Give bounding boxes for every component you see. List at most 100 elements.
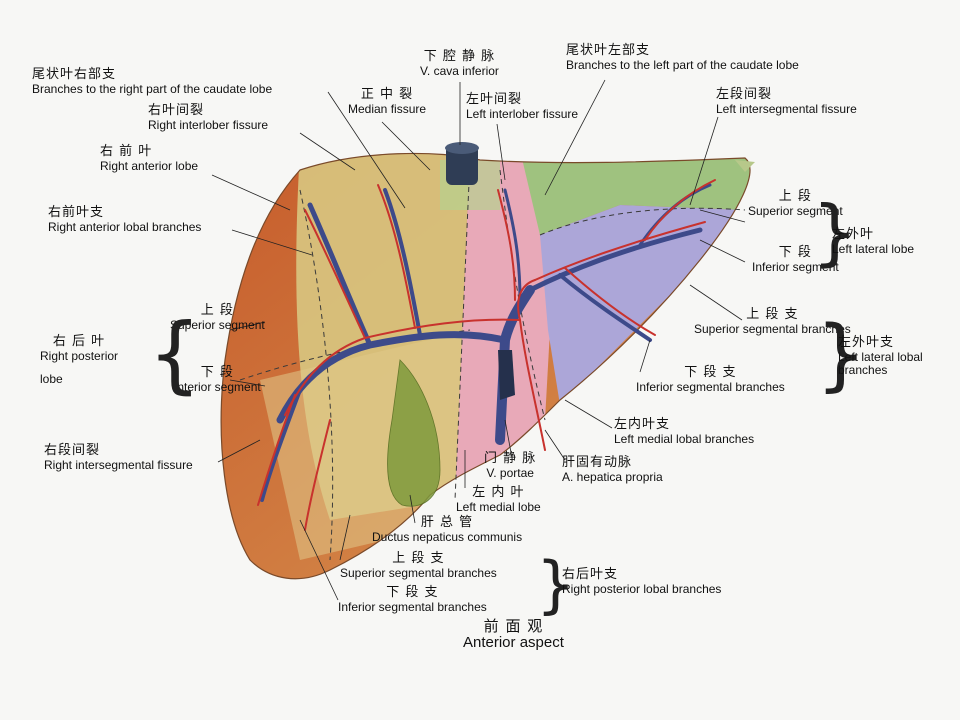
label-cn: 左叶间裂 [466, 92, 523, 107]
label-en-2: lobe [40, 371, 63, 386]
label-cn: 左 内 叶 [472, 485, 525, 500]
label-en: Left lateral lobe [832, 241, 915, 256]
label-cn: 肝固有动脉 [562, 455, 633, 470]
label-en: A. hepatica propria [562, 469, 663, 484]
label-en: Inferior segmental branches [636, 379, 785, 394]
label-en: V. portae [486, 465, 534, 480]
label-cn: 右 后 叶 [52, 334, 106, 349]
label-left-medial-lobe: 左 内 叶 Left medial lobe [456, 485, 541, 514]
label-portal-vein: 门 静 脉 V. portae [484, 451, 537, 480]
label-right-interlobar: 右叶间裂 Right interlober fissure [148, 103, 269, 132]
label-right-anterior-branches: 右前叶支 Right anterior lobal branches [48, 205, 202, 234]
label-en: V. cava inferior [420, 63, 499, 78]
label-en: Left lateral lobal branches [838, 349, 923, 377]
label-common-hepatic-duct: 肝 总 管 Ductus nepaticus communis [372, 515, 523, 544]
common-hepatic-duct [498, 350, 515, 400]
label-en: Superior segmental branches [694, 321, 851, 336]
label-right-posterior-lobal-branches: 右后叶支 Right posterior lobal branches [562, 567, 722, 596]
label-cn: 右前叶支 [48, 205, 105, 220]
label-caudate-left: 尾状叶左部支 Branches to the left part of the … [566, 43, 799, 72]
label-left-interseg: 左段间裂 Left intersegmental fissure [716, 87, 857, 116]
label-cn: 下 段 [778, 245, 812, 260]
label-superior-segmental-branches-bottom: 上 段 支 Superior segmental branches [340, 551, 497, 580]
label-cn: 左内叶支 [614, 417, 671, 432]
liver-outline [220, 152, 751, 580]
label-superior-segmental-branches-left: 上 段 支 Superior segmental branches [694, 307, 851, 336]
label-cn: 下 段 [200, 365, 234, 380]
label-cn: 上 段 [200, 303, 234, 318]
label-cn: 下 段 支 [684, 365, 737, 380]
label-median-fissure: 正 中 裂 Median fissure [348, 87, 427, 116]
label-en: Branches to the left part of the caudate… [566, 57, 799, 72]
label-left-lateral-lobe: 左外叶 Left lateral lobe [832, 227, 915, 256]
label-cn: 正 中 裂 [360, 87, 414, 102]
label-en: Left medial lobal branches [614, 431, 755, 446]
label-hepatic-artery: 肝固有动脉 A. hepatica propria [562, 455, 663, 484]
label-left-lateral-lobal-branches: 左外叶支 Left lateral lobal branches [838, 335, 948, 377]
label-en: Inferior segmental branches [338, 599, 487, 614]
label-right-anterior-lobe: 右 前 叶 Right anterior lobe [100, 144, 199, 173]
label-en: Ductus nepaticus communis [372, 529, 523, 544]
label-cn: 门 静 脉 [484, 451, 537, 466]
label-cn: 肝 总 管 [420, 515, 474, 530]
label-cn: 右段间裂 [44, 443, 101, 458]
label-cn: 右 前 叶 [100, 144, 153, 159]
label-en: Superior segmental branches [340, 565, 497, 580]
label-en: Left interlober fissure [466, 106, 579, 121]
label-inferior-segment-left: 下 段 Inferior segment [752, 245, 839, 274]
artery-tree [257, 179, 716, 531]
label-en: Branches to the right part of the caudat… [32, 81, 273, 96]
label-cn: 下 段 支 [386, 585, 439, 600]
label-cn: 上 段 [778, 189, 812, 204]
label-cn: 上 段 支 [392, 551, 445, 566]
gallbladder [387, 359, 441, 507]
label-en: Interior segment [174, 379, 261, 394]
label-inferior-segmental-branches-left: 下 段 支 Inferior segmental branches [636, 365, 785, 394]
label-en: Anterior aspect [463, 633, 564, 651]
label-left-medial-lobal-branches: 左内叶支 Left medial lobal branches [614, 417, 755, 446]
label-en: Inferior segment [752, 259, 839, 274]
label-right-posterior-lobe: 右 后 叶 Right posterior lobe [40, 334, 119, 386]
label-cn: 左外叶 [832, 227, 875, 242]
ivc-vessel [446, 145, 478, 185]
brace-right-posterior-branches: } [536, 548, 576, 621]
label-cn: 右后叶支 [562, 567, 619, 582]
label-inferior-segment-right: 下 段 Interior segment [174, 365, 261, 394]
label-en: Right anterior lobe [100, 158, 199, 173]
falciform-tip [735, 160, 755, 172]
label-right-interseg: 右段间裂 Right intersegmental fissure [44, 443, 193, 472]
left-lateral-superior-region [520, 153, 750, 235]
brace-right-posterior: { [148, 305, 202, 403]
brace-left-lateral-branches: } [816, 310, 866, 400]
label-superior-segment-left: 上 段 Superior segment [748, 189, 843, 218]
label-ivc: 下 腔 静 脉 V. cava inferior [420, 49, 499, 78]
ivc-opening [445, 142, 479, 154]
label-en: Superior segment [170, 317, 265, 332]
brace-left-lateral: } [812, 190, 858, 274]
label-cn: 前 面 观 [483, 617, 544, 635]
label-en: Right anterior lobal branches [48, 219, 202, 234]
label-cn: 右叶间裂 [148, 103, 205, 118]
view-caption: 前 面 观 Anterior aspect [463, 618, 564, 652]
label-en: Right posterior [40, 348, 119, 363]
label-cn: 尾状叶左部支 [566, 43, 651, 58]
label-en: Right interlober fissure [148, 117, 269, 132]
label-en: Left intersegmental fissure [716, 101, 857, 116]
label-cn: 左外叶支 [838, 335, 895, 350]
label-en: Superior segment [748, 203, 843, 218]
leader-lines [211, 79, 746, 601]
label-en: Median fissure [348, 101, 427, 116]
label-left-interlobar: 左叶间裂 Left interlober fissure [466, 92, 579, 121]
label-en: Left medial lobe [456, 499, 541, 514]
label-en: Right posterior lobal branches [562, 581, 722, 596]
label-en: Right intersegmental fissure [44, 457, 193, 472]
label-caudate-right: 尾状叶右部支 Branches to the right part of the… [32, 67, 273, 96]
label-cn: 上 段 支 [746, 307, 799, 322]
label-cn: 左段间裂 [716, 87, 773, 102]
label-cn: 尾状叶右部支 [32, 67, 117, 82]
label-superior-segment-right: 上 段 Superior segment [170, 303, 265, 332]
label-inferior-segmental-branches-bottom: 下 段 支 Inferior segmental branches [338, 585, 487, 614]
left-lateral-inferior-region [540, 205, 745, 405]
